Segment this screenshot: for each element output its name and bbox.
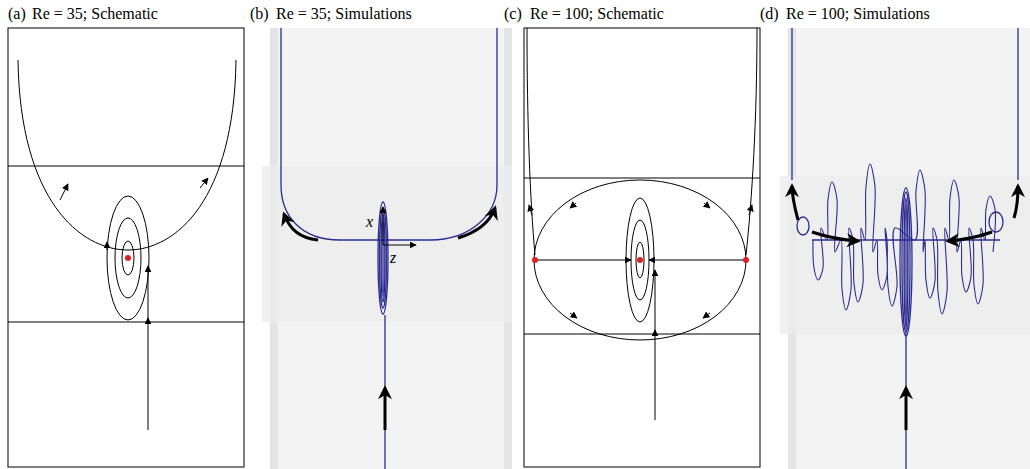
panel-title: Re = 100; Simulations (786, 6, 930, 22)
axis-label: x (366, 214, 373, 230)
panel-a-schematic (8, 28, 244, 467)
panel-title: Re = 100; Schematic (530, 6, 664, 22)
axis-label: z (390, 250, 396, 266)
panel-c-schematic (524, 28, 760, 467)
panel-letter: (d) (760, 6, 779, 22)
panel-title: Re = 35; Simulations (276, 6, 412, 22)
panel-letter: (c) (504, 6, 522, 22)
panel-letter: (b) (250, 6, 269, 22)
panel-d-simulation (780, 28, 1030, 469)
panel-b-simulation (262, 28, 512, 469)
streamline-loops (813, 164, 995, 314)
panel-title: Re = 35; Schematic (32, 6, 158, 22)
panel-letter: (a) (8, 6, 26, 22)
